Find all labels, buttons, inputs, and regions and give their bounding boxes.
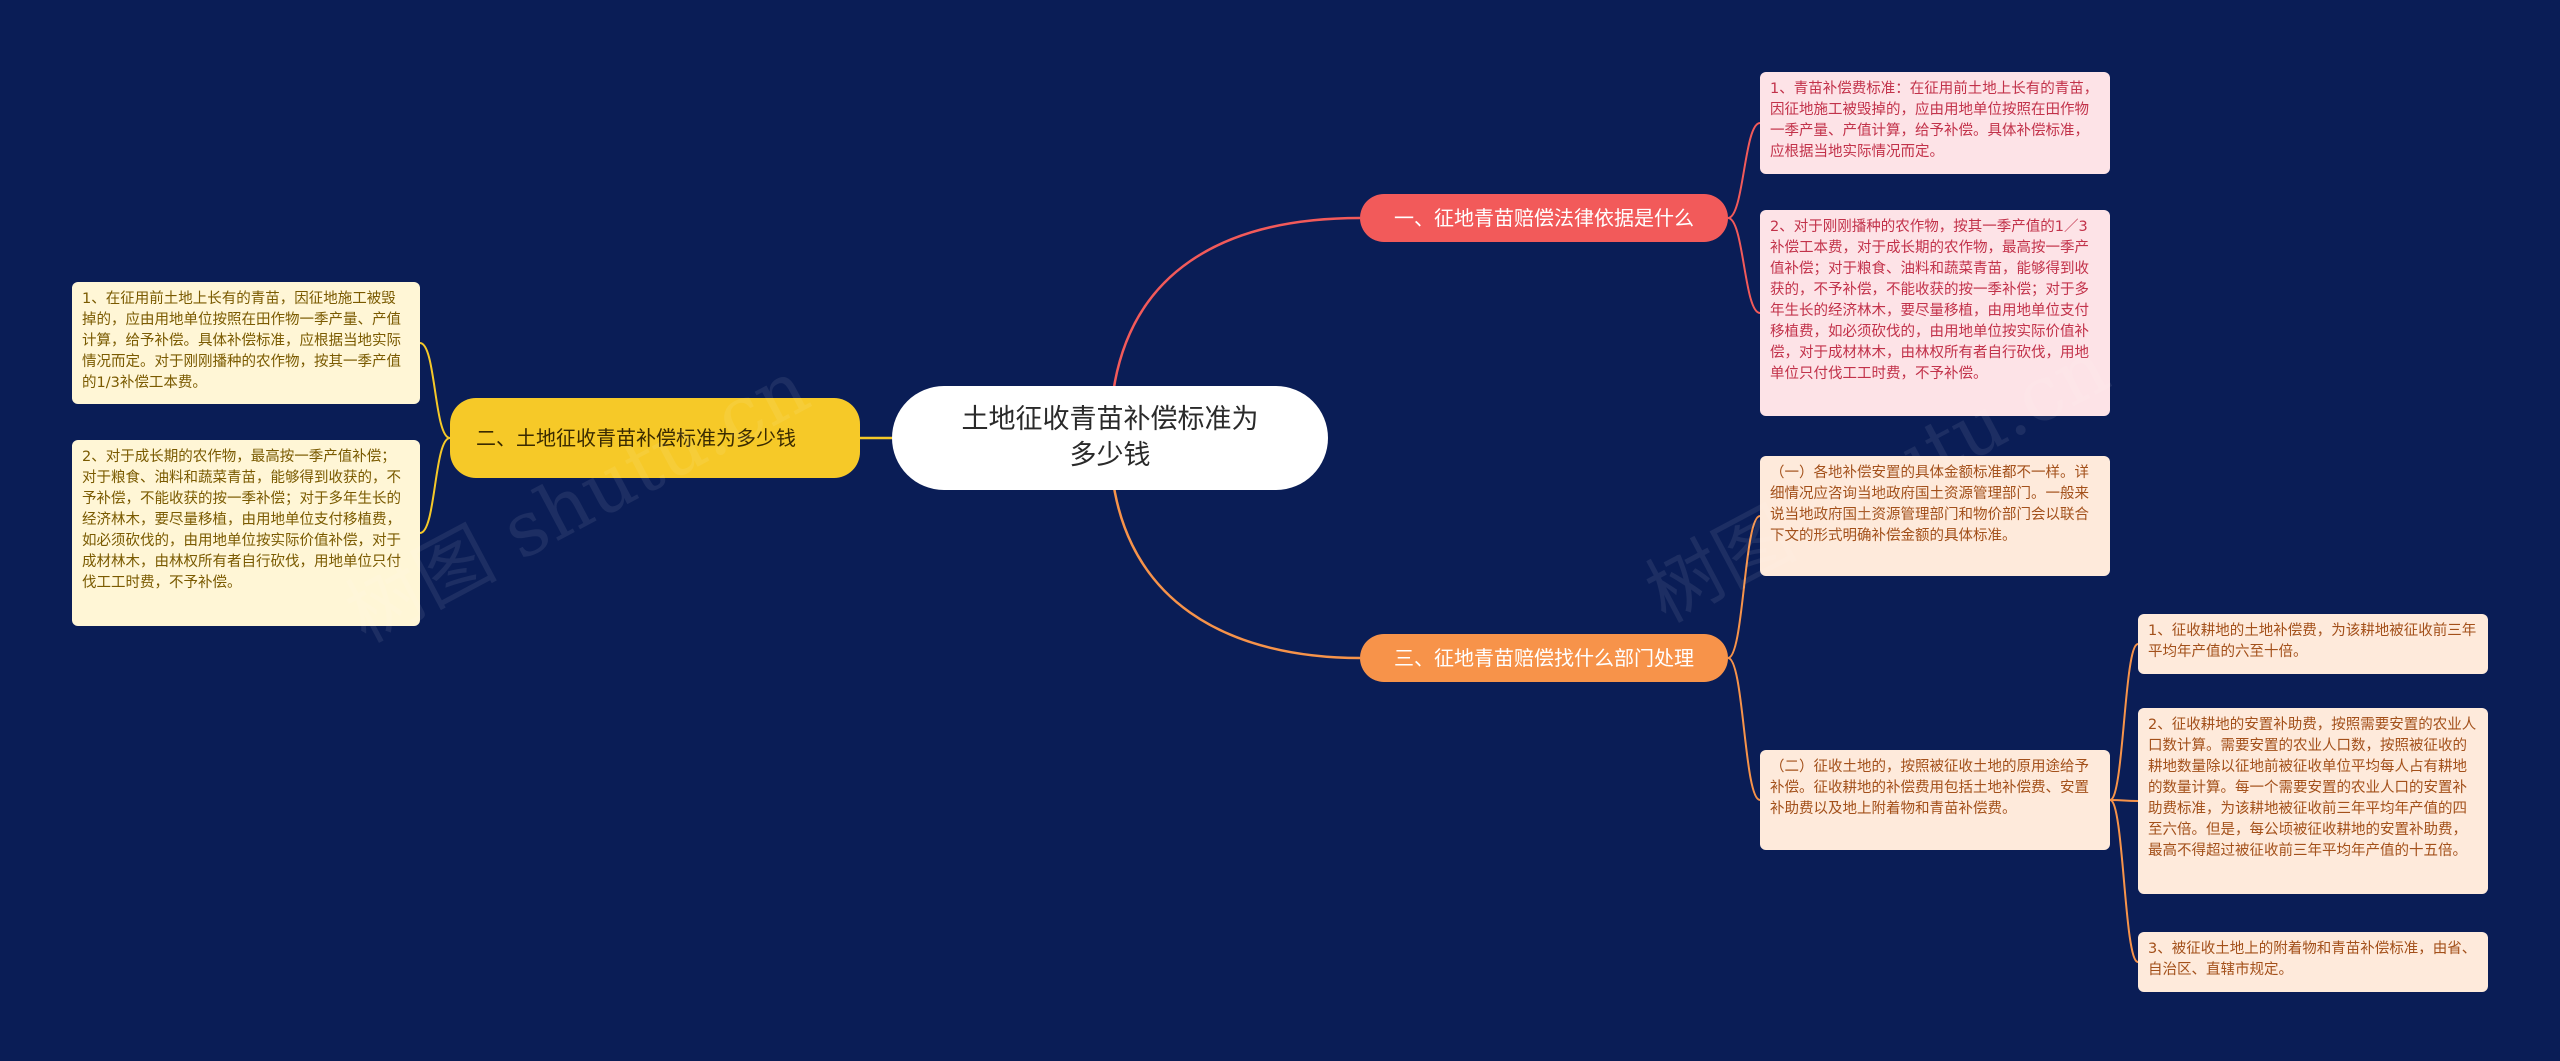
leaf-resettlement-subsidy[interactable]: 2、征收耕地的安置补助费，按照需要安置的农业人口数计算。需要安置的农业人口数，按… (2138, 708, 2488, 894)
link-branch3-leaf5 (1727, 515, 1761, 659)
leaf-attachments-standard[interactable]: 3、被征收土地上的附着物和青苗补偿标准，由省、自治区、直辖市规定。 (2138, 932, 2488, 992)
link-branch2-leaf3 (419, 342, 451, 439)
leaf-standard-part2[interactable]: 2、对于成长期的农作物，最高按一季产值补偿；对于粮食、油料和蔬菜青苗，能够得到收… (72, 440, 420, 626)
link-branch3-leaf6 (1727, 657, 1761, 801)
link-branch1-leaf1 (1727, 122, 1761, 219)
leaf-land-compensation-fee[interactable]: 1、征收耕地的土地补偿费，为该耕地被征收前三年平均年产值的六至十倍。 (2138, 614, 2488, 674)
leaf-crop-compensation[interactable]: 2、对于刚刚播种的农作物，按其一季产值的1／3补偿工本费，对于成长期的农作物，最… (1760, 210, 2110, 416)
branch-compensation-standard-label: 二、土地征收青苗补偿标准为多少钱 (476, 425, 796, 450)
link-branch1-leaf2 (1727, 217, 1761, 314)
link-root-branch1 (1108, 216, 1361, 439)
leaf-standard-part1[interactable]: 1、在征用前土地上长有的青苗，因征地施工被毁掉的，应由用地单位按照在田作物一季产… (72, 282, 420, 404)
link-branch2-leaf4 (419, 437, 451, 534)
link-leaf6-leaf7 (2109, 643, 2139, 801)
link-leaf6-leaf9 (2109, 799, 2139, 963)
branch-department[interactable]: 三、征地青苗赔偿找什么部门处理 (1360, 634, 1728, 682)
leaf-seedling-standard[interactable]: 1、青苗补偿费标准：在征用前土地上长有的青苗，因征地施工被毁掉的，应由用地单位按… (1760, 72, 2110, 174)
branch-department-label: 三、征地青苗赔偿找什么部门处理 (1394, 645, 1694, 670)
leaf-land-expropriation[interactable]: （二）征收土地的，按照被征收土地的原用途给予补偿。征收耕地的补偿费用包括土地补偿… (1760, 750, 2110, 850)
leaf-local-standards[interactable]: （一）各地补偿安置的具体金额标准都不一样。详细情况应咨询当地政府国土资源管理部门… (1760, 456, 2110, 576)
branch-legal-basis-label: 一、征地青苗赔偿法律依据是什么 (1394, 205, 1694, 230)
link-root-branch3 (1108, 437, 1361, 660)
branch-compensation-standard[interactable]: 二、土地征收青苗补偿标准为多少钱 (450, 398, 860, 478)
root-topic-label: 土地征收青苗补偿标准为多少钱 (961, 404, 1259, 471)
link-leaf6-leaf8 (2109, 799, 2139, 802)
branch-legal-basis[interactable]: 一、征地青苗赔偿法律依据是什么 (1360, 194, 1728, 242)
root-topic[interactable]: 土地征收青苗补偿标准为多少钱 (892, 386, 1328, 490)
